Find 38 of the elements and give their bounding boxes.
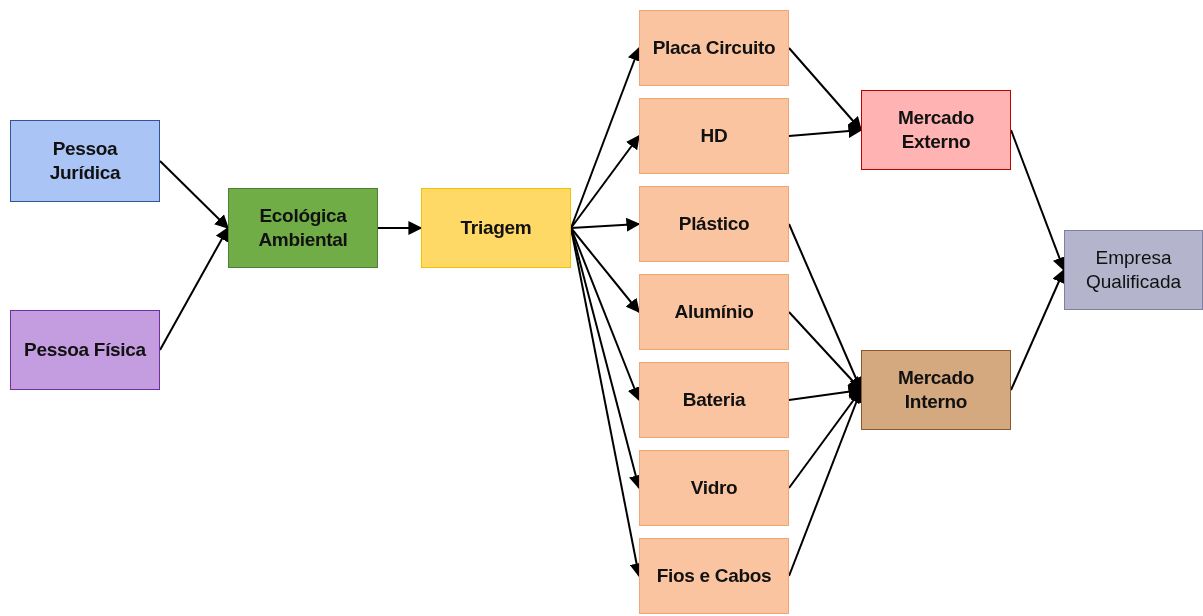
arrow bbox=[788, 311, 862, 392]
arrow bbox=[377, 221, 423, 235]
process-box bbox=[10, 120, 160, 202]
box-label: Pessoa Física bbox=[23, 338, 147, 362]
process-box bbox=[639, 538, 789, 614]
process-box bbox=[861, 350, 1011, 430]
box-label: Ecológica Ambiental bbox=[257, 204, 349, 252]
process-box bbox=[639, 10, 789, 86]
arrow bbox=[1010, 268, 1066, 391]
box-label: Mercado Interno bbox=[896, 366, 975, 414]
arrow bbox=[788, 124, 863, 138]
box-label: Pessoa Jurídica bbox=[48, 137, 122, 185]
process-box bbox=[639, 186, 789, 262]
box-label: Alumínio bbox=[673, 300, 755, 324]
arrow bbox=[570, 227, 640, 314]
box-label: Triagem bbox=[459, 216, 533, 240]
box-label: Fios e Cabos bbox=[655, 564, 773, 588]
box-label: Placa Circuito bbox=[651, 36, 777, 60]
arrow bbox=[570, 217, 641, 232]
process-box bbox=[639, 450, 789, 526]
process-box bbox=[639, 362, 789, 438]
box-label: Mercado Externo bbox=[896, 106, 975, 154]
process-box bbox=[228, 188, 378, 268]
process-box bbox=[1064, 230, 1203, 310]
box-label: Plástico bbox=[677, 212, 751, 236]
process-box bbox=[861, 90, 1011, 170]
process-box bbox=[639, 274, 789, 350]
box-label: Bateria bbox=[681, 388, 747, 412]
process-box bbox=[421, 188, 571, 268]
arrow bbox=[570, 134, 640, 229]
process-box bbox=[639, 98, 789, 174]
box-label: Empresa Qualificada bbox=[1084, 246, 1183, 294]
box-label: Vidro bbox=[689, 476, 739, 500]
arrow bbox=[788, 47, 862, 132]
arrow bbox=[159, 226, 229, 351]
box-label: HD bbox=[699, 124, 729, 148]
arrow bbox=[159, 160, 229, 229]
process-box bbox=[10, 310, 160, 390]
